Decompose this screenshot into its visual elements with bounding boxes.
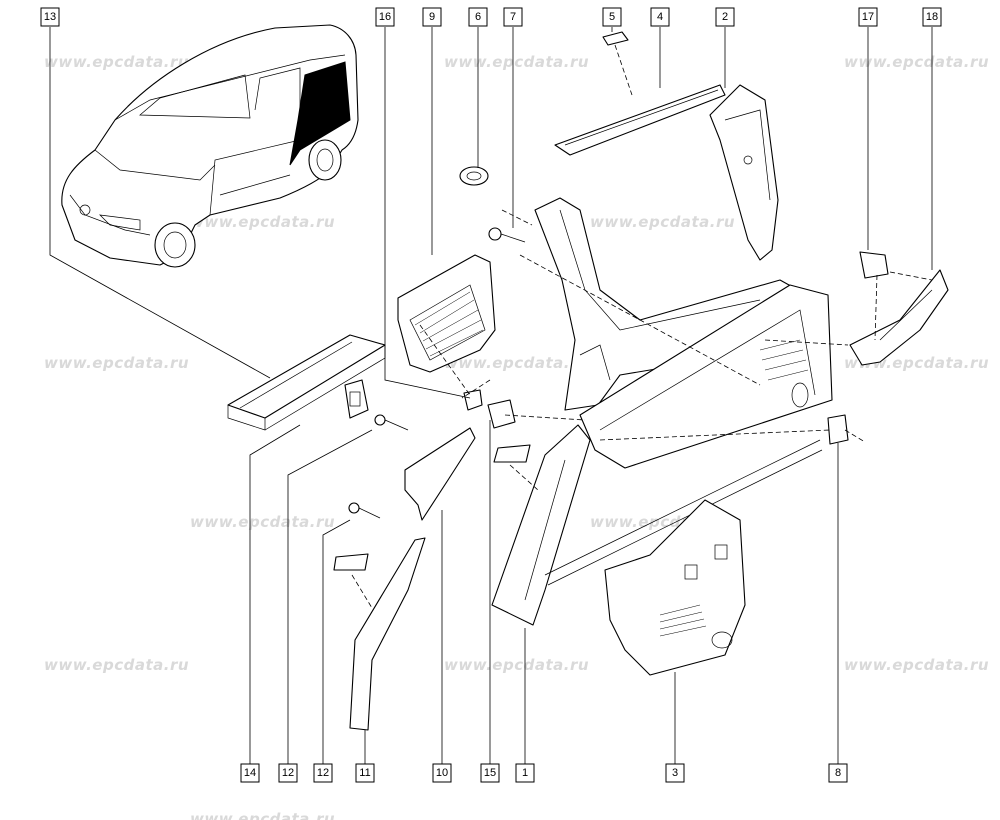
callout-18: 18	[922, 7, 942, 27]
callout-6: 6	[468, 7, 488, 27]
callout-3: 3	[665, 763, 685, 783]
panel-9	[397, 254, 496, 373]
watermark: www.epcdata.ru	[444, 53, 589, 71]
trim-10	[404, 427, 476, 521]
callout-number: 10	[436, 767, 448, 779]
callout-number: 12	[317, 767, 329, 779]
callout-10: 10	[432, 763, 452, 783]
bracket	[849, 269, 949, 366]
bracket	[859, 251, 889, 279]
clip	[487, 399, 516, 429]
foam-pad	[333, 553, 369, 571]
watermark-layer: www.epcdata.ru www.epcdata.ru www.epcdat…	[44, 53, 989, 820]
callout-11: 11	[355, 763, 375, 783]
callout-number: 3	[672, 767, 678, 779]
watermark: www.epcdata.ru	[190, 213, 335, 231]
callout-number: 15	[484, 767, 496, 779]
callout-number: 11	[359, 767, 370, 779]
callout-5: 5	[602, 7, 622, 27]
watermark: www.epcdata.ru	[44, 354, 189, 372]
callout-number: 6	[475, 11, 481, 23]
watermark: www.epcdata.ru	[844, 53, 989, 71]
pillar-trim	[709, 84, 779, 261]
callout-number: 8	[835, 767, 841, 779]
assembly-lines	[351, 209, 933, 609]
boot-trim	[579, 284, 833, 469]
assembly-line	[614, 44, 633, 96]
watermark: www.epcdata.ru	[44, 53, 189, 71]
lower-rail	[491, 424, 823, 626]
upper-trim	[554, 84, 726, 156]
grommet	[459, 166, 489, 186]
foam-pad	[493, 444, 531, 463]
callout-16: 16	[375, 7, 395, 27]
callout-number: 17	[862, 11, 874, 23]
clip	[827, 414, 849, 445]
callout-number: 13	[44, 11, 56, 23]
callout-12: 12	[278, 763, 298, 783]
callout-number: 16	[379, 11, 391, 23]
watermark: www.epcdata.ru	[190, 513, 335, 531]
callout-7: 7	[503, 7, 523, 27]
watermark: www.epcdata.ru	[590, 213, 735, 231]
callout-14: 14	[240, 763, 260, 783]
callout-12: 12	[313, 763, 333, 783]
watermark: www.epcdata.ru	[444, 656, 589, 674]
callout-15: 15	[480, 763, 500, 783]
callout-number: 1	[522, 767, 528, 779]
callout-1: 1	[515, 763, 535, 783]
callout-2: 2	[715, 7, 735, 27]
callout-number: 4	[657, 11, 663, 23]
callout-13: 13	[40, 7, 60, 27]
watermark: www.epcdata.ru	[444, 354, 589, 372]
callout-4: 4	[650, 7, 670, 27]
watermark: www.epcdata.ru	[44, 656, 189, 674]
cover	[604, 499, 746, 676]
callout-9: 9	[422, 7, 442, 27]
callout-8: 8	[828, 763, 848, 783]
screw	[488, 227, 526, 243]
watermark: www.epcdata.ru	[844, 656, 989, 674]
watermark: www.epcdata.ru	[190, 810, 335, 820]
clip	[463, 389, 483, 411]
callout-number: 14	[244, 767, 256, 779]
callout-number: 7	[510, 11, 516, 23]
screw	[348, 502, 381, 519]
callout-number: 5	[609, 11, 615, 23]
clip	[344, 379, 369, 419]
callout-number: 2	[722, 11, 728, 23]
clip	[602, 31, 629, 46]
trim-11	[349, 537, 426, 731]
callout-number: 9	[429, 11, 435, 23]
callout-number: 18	[926, 11, 938, 23]
callout-number: 12	[282, 767, 294, 779]
screw	[374, 414, 409, 431]
vehicle-overview	[61, 24, 359, 268]
callout-17: 17	[858, 7, 878, 27]
leader-lines	[49, 27, 933, 766]
